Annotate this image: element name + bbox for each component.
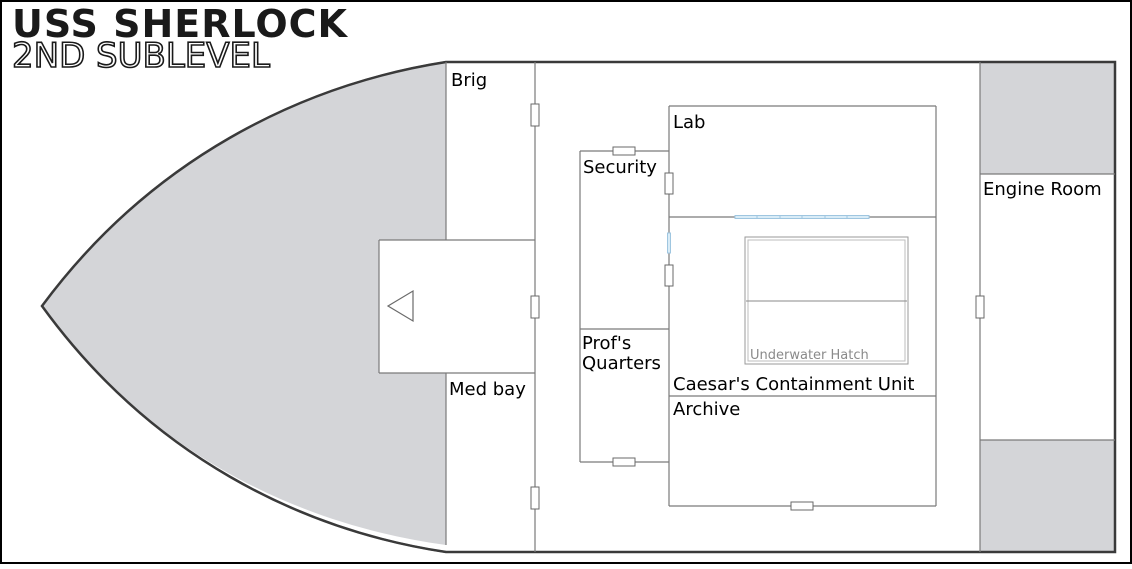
door[interactable]	[664, 172, 674, 195]
door[interactable]	[612, 457, 636, 467]
room-label-engine-room: Engine Room	[983, 179, 1102, 200]
engine-storage-top	[980, 62, 1115, 174]
room-label-security: Security	[583, 157, 657, 178]
triangle-left-icon	[386, 289, 414, 323]
door[interactable]	[530, 295, 540, 319]
room-label-med-bay: Med bay	[449, 379, 526, 400]
doors	[530, 103, 985, 511]
walls	[378, 62, 1115, 552]
room-label-archive: Archive	[673, 399, 740, 420]
glass-panels	[667, 215, 870, 254]
room-label-brig: Brig	[451, 70, 487, 91]
title-main: USS SHERLOCK	[12, 2, 349, 46]
hull-border	[40, 60, 1117, 554]
room-label-lab: Lab	[673, 112, 705, 133]
door[interactable]	[790, 501, 814, 511]
engine-storage-bottom	[980, 440, 1115, 552]
room-label-caesars-containment: Caesar's Containment Unit	[673, 374, 914, 395]
title-sub: 2ND SUBLEVEL	[12, 36, 270, 76]
bow-compartment	[42, 62, 446, 545]
door[interactable]	[975, 295, 985, 319]
hatch-label: Underwater Hatch	[750, 348, 869, 363]
door[interactable]	[530, 103, 540, 127]
underwater-hatch[interactable]	[744, 236, 909, 365]
door[interactable]	[612, 146, 636, 156]
room-label-profs-quarters-2: Quarters	[582, 353, 661, 374]
room-label-profs-quarters-1: Prof's	[582, 333, 631, 354]
door[interactable]	[664, 264, 674, 287]
door[interactable]	[530, 486, 540, 510]
